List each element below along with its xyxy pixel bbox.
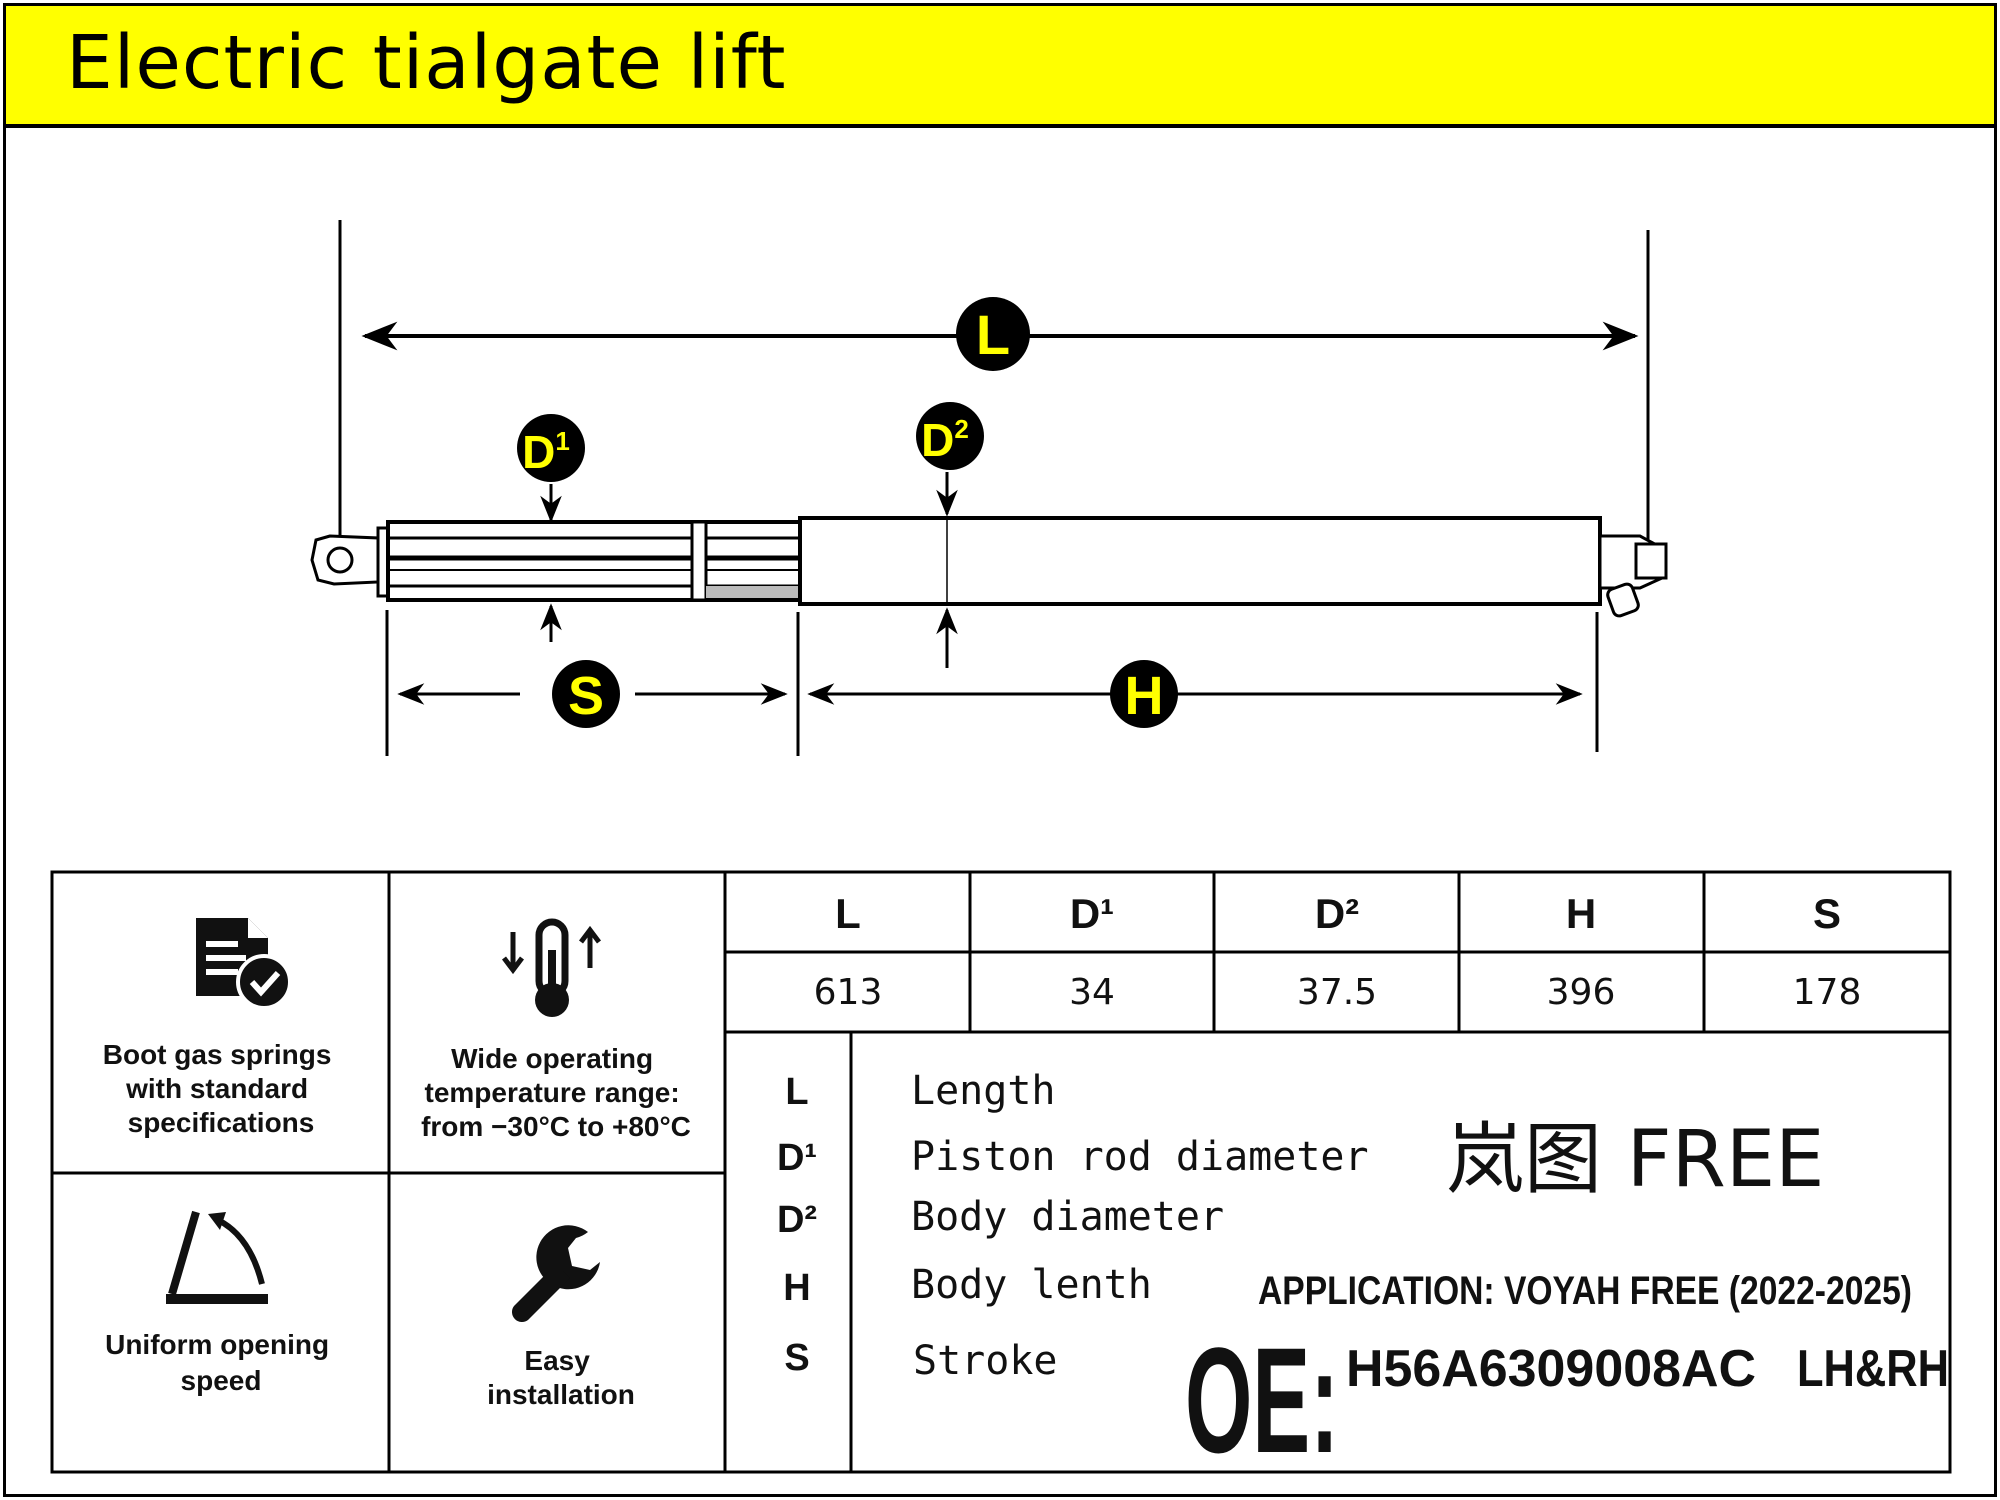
- label-H: H: [1125, 666, 1164, 726]
- spec-value-S: 178: [1793, 972, 1862, 1013]
- feature-2-text: Wide operating temperature range: from −…: [421, 1043, 691, 1142]
- label-D1: D1: [522, 426, 570, 478]
- outer-frame: [3, 3, 1997, 1497]
- spec-value-L: 613: [814, 972, 883, 1013]
- body-cylinder: [798, 516, 1602, 606]
- spec-panel: [50, 870, 1952, 1474]
- document-check-icon: [196, 918, 292, 1010]
- spec-value-D1: 34: [1069, 972, 1115, 1013]
- oe-side: LH&RH: [1797, 1340, 1949, 1398]
- page-title: Electric tialgate lift: [66, 20, 787, 106]
- label-D2: D2: [921, 414, 969, 466]
- thermometer-icon: [502, 918, 601, 1017]
- label-circle-S: [552, 660, 620, 728]
- spec-header-S: S: [1813, 890, 1841, 937]
- label-circle-D1: [517, 414, 585, 482]
- spec-header-H: H: [1566, 890, 1596, 937]
- spec-value-H: 396: [1547, 972, 1616, 1013]
- feature-1-text: Boot gas springs with standard specifica…: [103, 1039, 339, 1138]
- label-circle-L: [956, 297, 1030, 371]
- legend-abbr-D1: D¹: [777, 1137, 817, 1179]
- wrench-icon: [512, 1225, 600, 1322]
- spec-header-L: L: [835, 890, 861, 937]
- legend-desc-H: Body lenth: [911, 1262, 1152, 1308]
- legend-desc-D1: Piston rod diameter: [911, 1134, 1369, 1180]
- legend-desc-S: Stroke: [913, 1338, 1058, 1384]
- legend-abbr-H: H: [783, 1267, 810, 1309]
- gas-spring-drawing: L D1 D2 S H: [310, 220, 1668, 756]
- oe-code: H56A6309008AC: [1346, 1340, 1756, 1398]
- left-end-fitting: [310, 526, 390, 598]
- label-S: S: [568, 666, 604, 726]
- legend-desc-D2: Body diameter: [911, 1194, 1224, 1240]
- application-text: APPLICATION: VOYAH FREE (2022-2025): [1258, 1269, 1912, 1313]
- title-bar: Electric tialgate lift: [6, 6, 1994, 128]
- spec-header-D2: D²: [1315, 890, 1359, 937]
- spec-value-D2: 37.5: [1297, 972, 1377, 1013]
- spec-header-D1: D¹: [1070, 890, 1114, 937]
- feature-4-text: Easy installation: [487, 1345, 635, 1410]
- oe-label: OE:: [1185, 1316, 1339, 1484]
- legend-abbr-D2: D²: [777, 1199, 817, 1241]
- opening-angle-icon: [166, 1210, 268, 1304]
- legend-abbr-S: S: [784, 1337, 809, 1379]
- right-end-fitting: [1598, 534, 1668, 618]
- label-circle-D2: [916, 402, 984, 470]
- piston-rod: [386, 520, 802, 602]
- legend-desc-L: Length: [911, 1068, 1056, 1114]
- feature-3-text: Uniform opening speed: [105, 1329, 337, 1396]
- model-name: 岚图 FREE: [1446, 1115, 1824, 1205]
- label-circle-H: [1110, 660, 1178, 728]
- label-L: L: [976, 303, 1010, 366]
- legend-abbr-L: L: [785, 1071, 808, 1113]
